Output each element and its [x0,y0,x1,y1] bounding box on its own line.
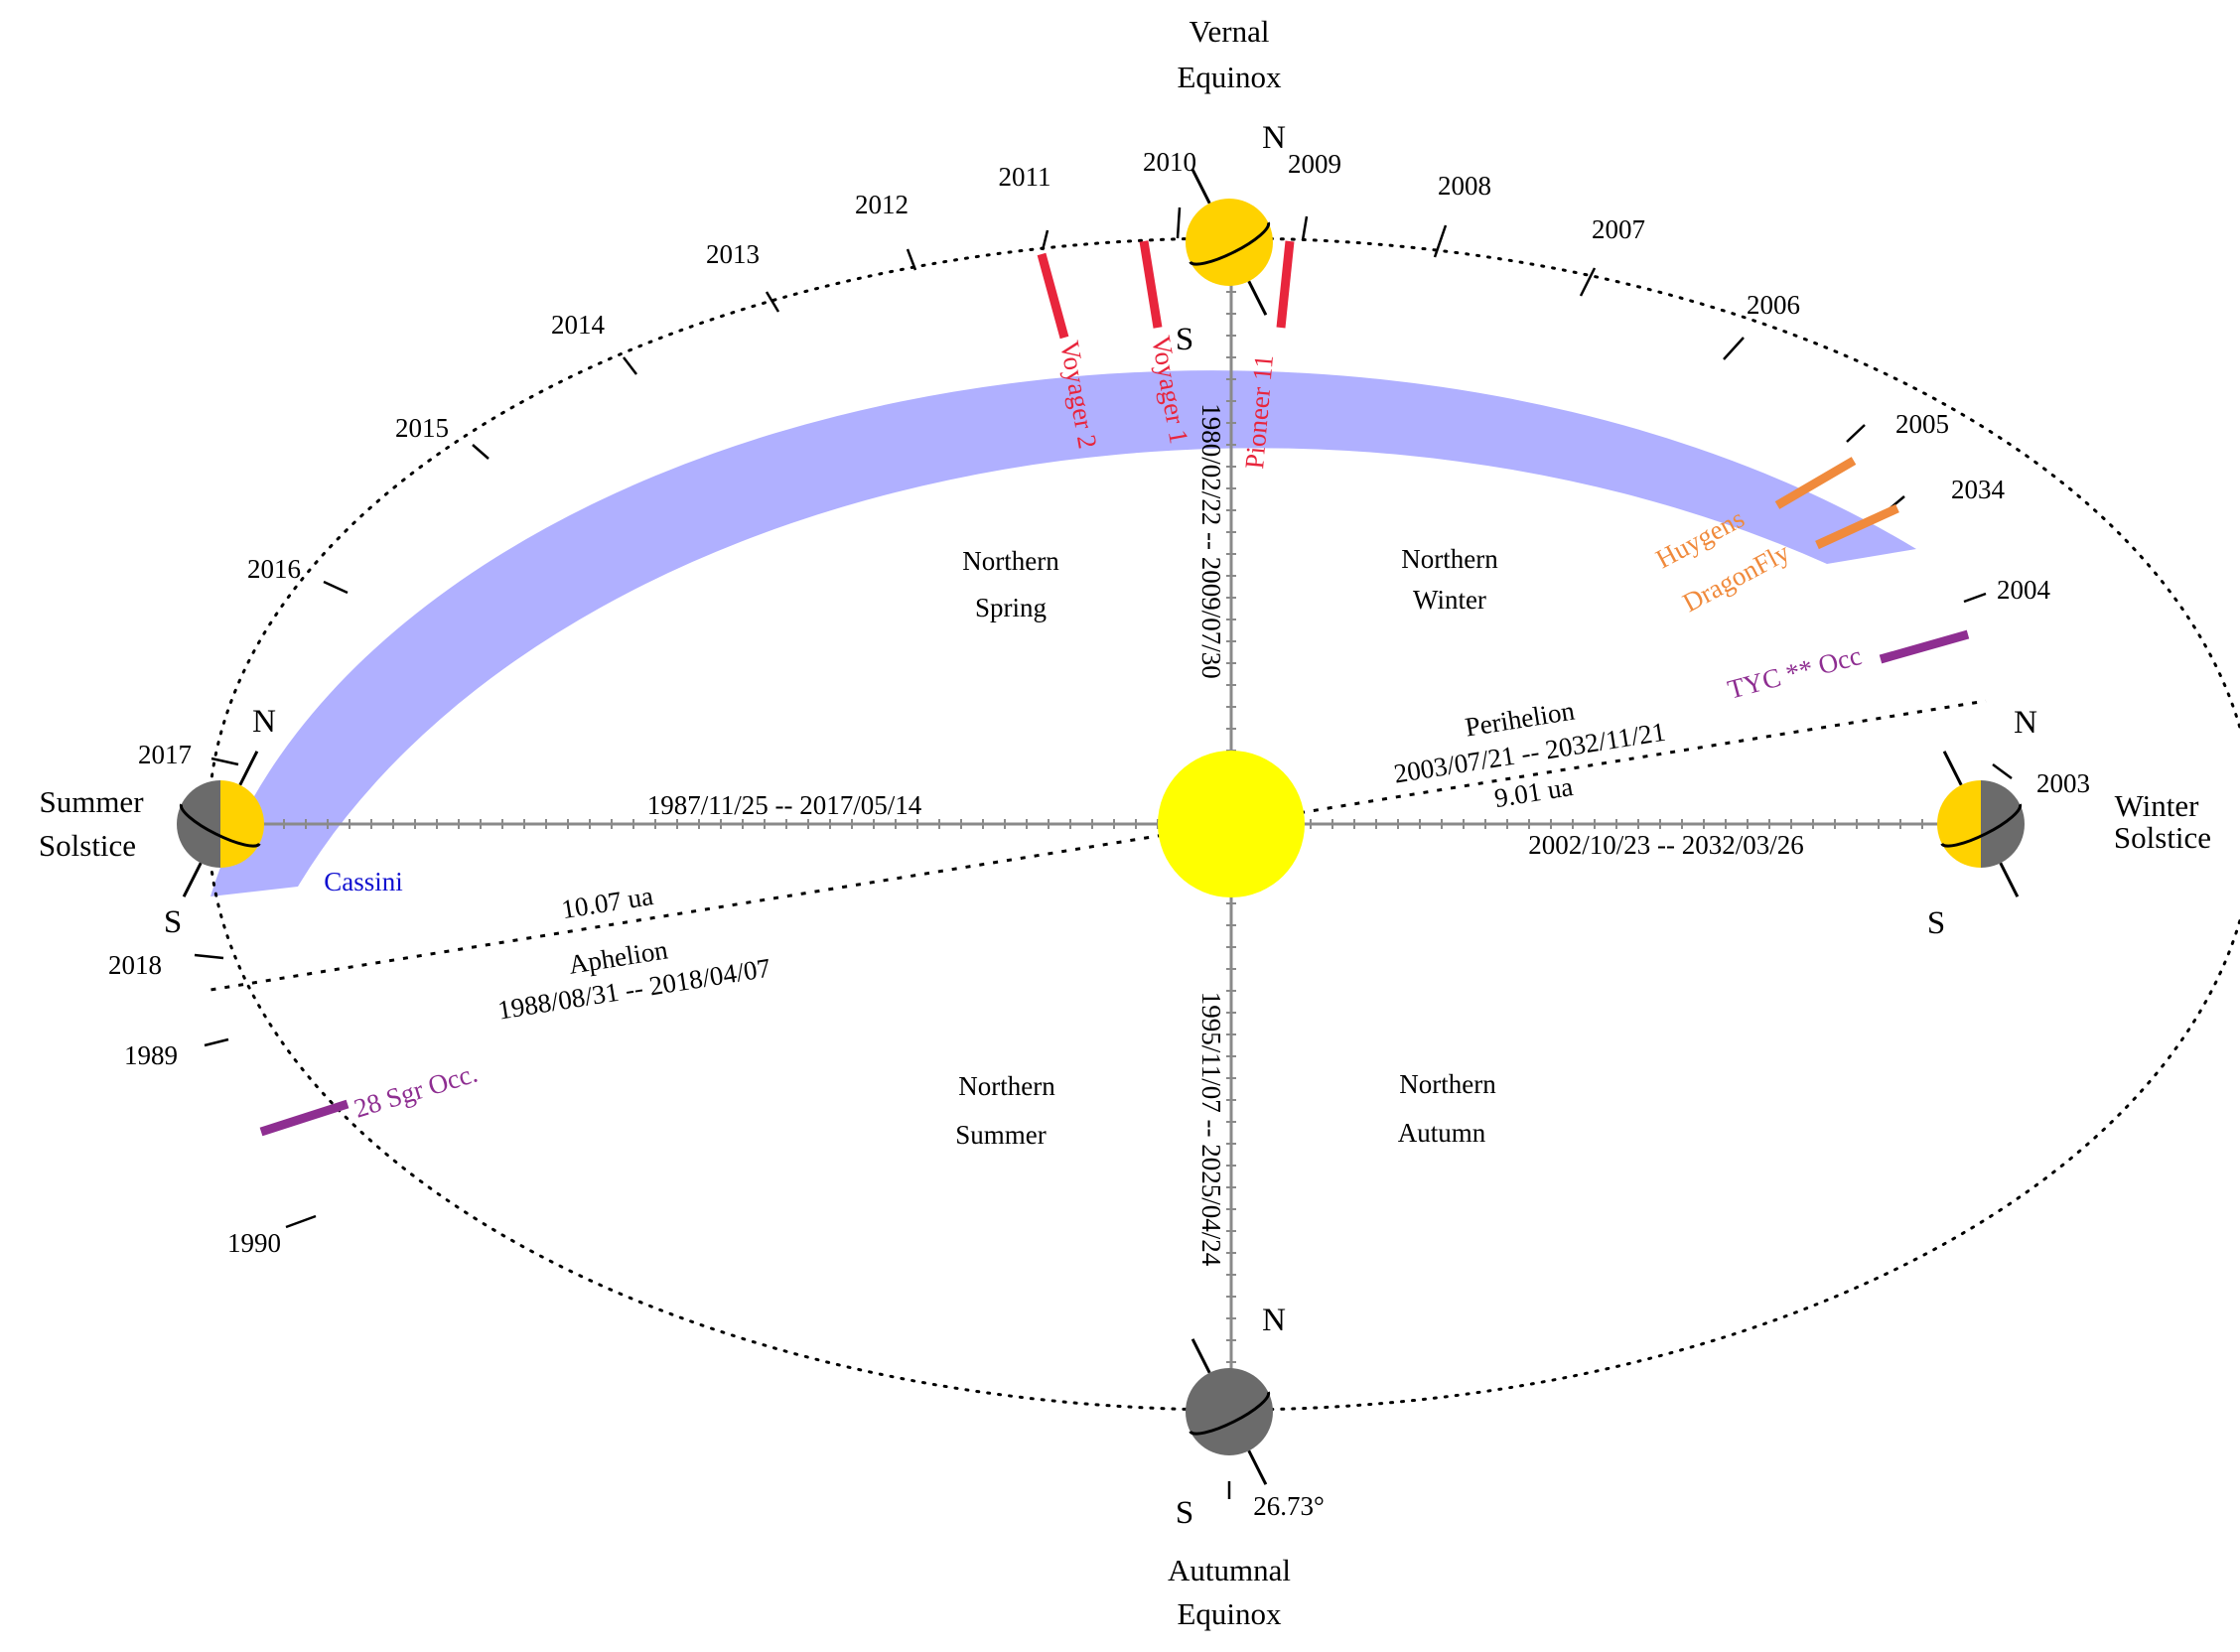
tyc-occultation-marker [1879,629,1970,664]
year-label: 1990 [227,1228,281,1258]
axis-horizontal-right-dates: 2002/10/23 -- 2032/03/26 [1528,830,1804,860]
huygens-marker [1774,457,1857,509]
perihelion-line [1230,699,1987,826]
quadrant-autumn-line1: Northern [1399,1069,1496,1099]
quadrant-summer-line1: Northern [958,1071,1055,1101]
voyager2-marker [1037,252,1069,340]
axis-vertical-bottom-dates: 1995/11/07 -- 2025/04/24 [1196,992,1226,1267]
autumnal-equinox-line2: Equinox [1177,1596,1282,1631]
winter-solstice-line2: Solstice [2114,820,2211,855]
year-label: 2008 [1438,171,1491,201]
quadrant-winter-line2: Winter [1413,585,1486,615]
year-label: 1989 [124,1040,178,1070]
autumnal-equinox-line1: Autumnal [1168,1553,1291,1587]
quadrant-spring-line2: Spring [975,593,1047,622]
year-label: 2004 [1997,575,2051,605]
year-label: 2015 [395,413,449,443]
summer-solstice-line1: Summer [39,784,144,819]
year-label: 2003 [2036,768,2090,798]
axis-vertical-top-dates: 1980/02/22 -- 2009/07/30 [1196,403,1226,679]
cassini-label: Cassini [324,867,403,896]
year-label: 2007 [1592,214,1645,244]
sgr-occultation-marker [259,1099,350,1137]
sgr-occultation-label: 28 Sgr Occ. [350,1058,481,1124]
cassini-coverage-band [210,370,1916,896]
obliquity-angle: 26.73° [1253,1491,1325,1521]
axis-horizontal-left-dates: 1987/11/25 -- 2017/05/14 [647,790,922,820]
tyc-occultation-label: TYC ** Occ [1725,640,1865,705]
year-label: 2011 [999,162,1051,192]
saturn-vernal [1186,169,1273,316]
year-label: 2005 [1895,409,1949,439]
year-label: 2016 [247,554,301,584]
winter-north-pole: N [2014,705,2037,741]
quadrant-autumn-line2: Autumn [1398,1118,1486,1148]
quadrant-summer-line2: Summer [955,1120,1047,1150]
year-label: 2014 [551,310,606,340]
quadrant-winter-line1: Northern [1401,544,1498,574]
year-label: 2013 [706,239,760,269]
dragonfly-marker [1815,503,1899,550]
voyager1-marker [1139,240,1163,329]
aphelion-line [210,822,1232,992]
year-label: 2012 [855,190,909,219]
vernal-equinox-line1: Vernal [1190,14,1270,49]
year-label: 2017 [138,740,192,769]
year-label: 2009 [1288,149,1341,179]
perihelion-distance: 9.01 ua [1492,771,1575,813]
year-labels: 2011 2010 2009 2008 2007 2006 2005 2034 … [108,147,2090,1258]
year-label: 2018 [108,950,162,980]
autumnal-south-pole: S [1176,1495,1193,1531]
sun [1158,751,1305,897]
year-ticks [194,206,2013,1229]
year-label: 2006 [1747,290,1800,320]
quadrant-spring-line1: Northern [962,546,1059,576]
aphelion-distance: 10.07 ua [559,881,655,924]
year-label: 2010 [1143,147,1196,177]
summer-north-pole: N [252,704,276,740]
pioneer11-marker [1276,240,1295,329]
winter-solstice-line1: Winter [2115,788,2200,823]
axis-ticks [217,269,1967,1407]
winter-south-pole: S [1927,905,1945,941]
autumnal-north-pole: N [1262,1303,1286,1338]
mission-markers [259,240,1970,1137]
vernal-equinox-line2: Equinox [1177,60,1282,94]
year-label: 2034 [1951,475,2006,504]
vernal-south-pole: S [1176,322,1193,357]
summer-solstice-line2: Solstice [39,828,136,863]
saturn-autumnal [1186,1338,1273,1485]
summer-south-pole: S [164,904,182,940]
vernal-north-pole: N [1262,120,1286,156]
